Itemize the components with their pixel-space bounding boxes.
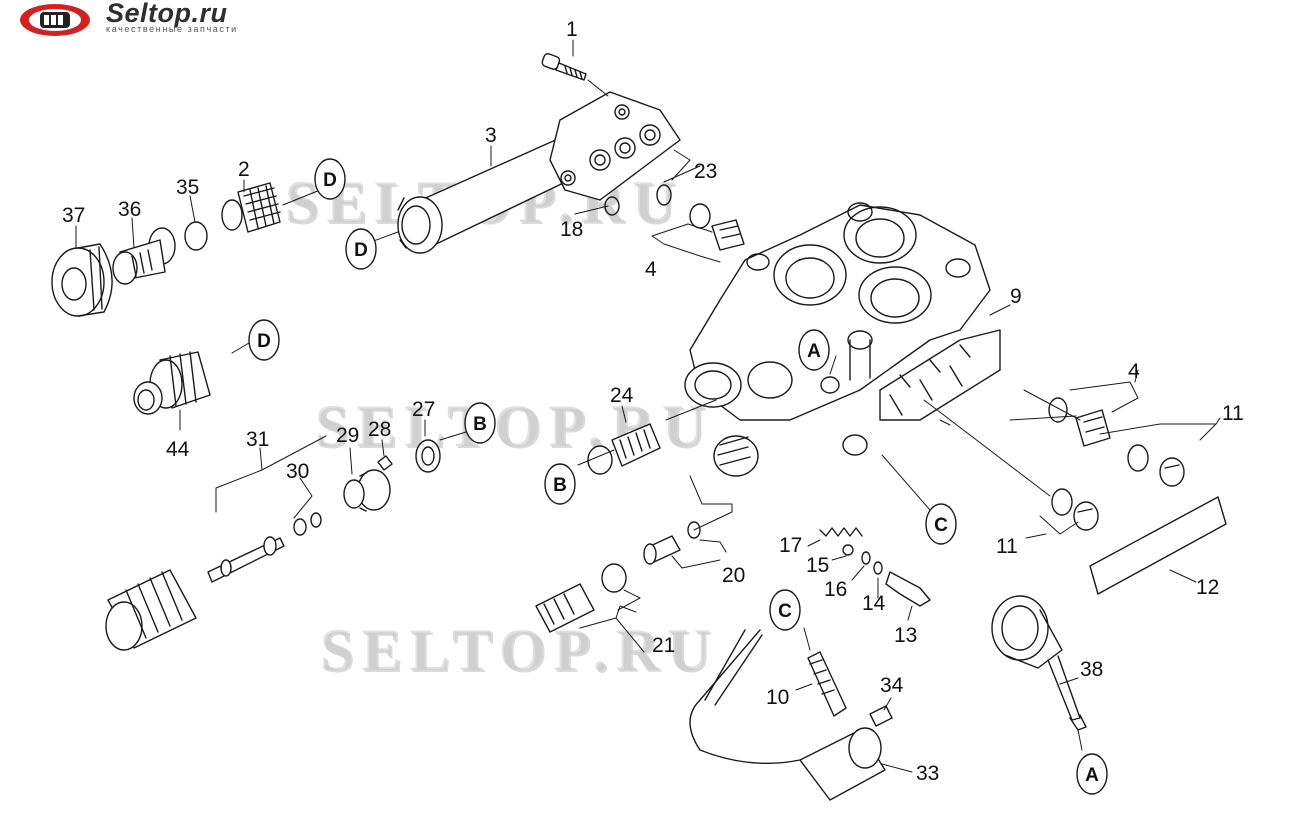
callout-2: 2: [238, 158, 250, 181]
callout-36: 36: [118, 198, 141, 221]
part-37-nut: [51, 243, 113, 317]
callout-21: 21: [652, 634, 675, 657]
callout-27: 27: [412, 398, 435, 421]
part-16-ring: [861, 551, 871, 565]
part-15-ball: [842, 544, 854, 556]
part-1-bolt: [541, 53, 587, 81]
wrench-fist-logo-icon: [20, 4, 90, 36]
part-34-clip: [869, 705, 893, 727]
callout-24: 24: [610, 384, 634, 407]
callout-38: 38: [1080, 658, 1103, 681]
marker-a-gauge: [1076, 753, 1108, 795]
part-36-fitting: [112, 227, 176, 285]
marker-b-valve: [544, 463, 576, 505]
part-28-pin: [377, 455, 393, 471]
callout-35: 35: [176, 176, 199, 199]
part-4-o-ring-upper: [689, 203, 711, 229]
part-33-sensor-with-cable: [689, 629, 886, 801]
part-3-pipe-with-flange: [397, 91, 681, 254]
callout-30: 30: [286, 460, 309, 483]
marker-d-pipe: [345, 228, 377, 270]
callout-29: 29: [336, 424, 359, 447]
knob: [105, 569, 197, 651]
callout-9: 9: [1010, 285, 1022, 308]
marker-b-washer: [464, 402, 496, 444]
callout-17: 17: [779, 534, 802, 557]
part-4-check-valve-right: [1075, 409, 1111, 447]
callout-33: 33: [916, 762, 939, 785]
part-4-check-valve-upper: [711, 219, 745, 251]
callout-20: 20: [722, 564, 745, 587]
callout-14: 14: [862, 592, 886, 615]
part-29-piston: [343, 469, 391, 512]
part-11-plug-upper: [1127, 444, 1185, 487]
logo-name: Seltop.ru: [106, 0, 228, 28]
callout-numbers: 1 2 3 4 4 9 10 11 11 12 13 14 15 16 17 1…: [62, 18, 1244, 785]
marker-b-washer-letter: B: [473, 414, 487, 435]
callout-13: 13: [894, 624, 917, 647]
pump-manifold-body: [684, 202, 1001, 477]
callout-4-right: 4: [1128, 360, 1140, 383]
callout-4-upper: 4: [645, 258, 657, 281]
part-14-ring: [873, 561, 883, 575]
logo-tagline: качественные запчасти: [106, 24, 238, 34]
callout-11-upper: 11: [1222, 402, 1244, 425]
marker-d-pipe-letter: D: [354, 240, 368, 261]
marker-d-filter: [314, 158, 346, 200]
part-30-rings: [293, 512, 322, 536]
marker-a-gauge-letter: A: [1085, 765, 1099, 786]
marker-c-body: [925, 503, 957, 545]
part-2-filter: [221, 182, 281, 233]
callout-10: 10: [766, 686, 789, 709]
watermark-bottom: SELTOP.RU: [320, 617, 719, 683]
callout-23: 23: [694, 160, 717, 183]
callout-15: 15: [806, 554, 829, 577]
reference-marker-letters: D D D A A B B C C: [257, 170, 1099, 786]
callout-31: 31: [246, 428, 269, 451]
marker-a-body: [798, 329, 830, 371]
marker-c-switch-letter: C: [778, 601, 792, 622]
marker-d-fitting-letter: D: [257, 331, 271, 352]
part-10-switch: [807, 651, 847, 717]
callout-18: 18: [560, 218, 583, 241]
part-11-plug-lower: [1051, 488, 1099, 531]
part-12-label-plate: [1089, 496, 1227, 595]
callout-12: 12: [1196, 576, 1219, 599]
reference-markers: [248, 158, 1108, 795]
callout-11-lower: 11: [996, 535, 1018, 558]
callout-37: 37: [62, 204, 85, 227]
callout-28: 28: [368, 418, 391, 441]
callout-34: 34: [880, 674, 904, 697]
part-4-o-ring-right: [1048, 397, 1068, 423]
callout-3: 3: [485, 124, 497, 147]
marker-c-switch: [769, 589, 801, 631]
marker-d-fitting: [248, 319, 280, 361]
callout-1: 1: [566, 18, 578, 41]
part-27-washer: [415, 439, 441, 473]
marker-d-filter-letter: D: [323, 170, 337, 191]
site-logo[interactable]: Seltop.ru качественные запчасти: [0, 0, 340, 44]
marker-a-body-letter: A: [807, 341, 821, 362]
part-13-fitting: [885, 571, 931, 607]
marker-b-valve-letter: B: [553, 475, 567, 496]
part-44-fitting: [133, 351, 211, 415]
part-31-shaft: [207, 536, 285, 583]
part-21-valve: [535, 563, 627, 633]
part-38-pressure-gauge: [991, 595, 1087, 731]
part-24-valve: [587, 423, 661, 475]
part-17-spring: [819, 527, 863, 537]
callout-44: 44: [166, 438, 190, 461]
callout-16: 16: [824, 578, 847, 601]
part-18-ring: [604, 196, 620, 216]
part-23-ring: [656, 184, 672, 206]
part-35-o-ring: [184, 221, 208, 251]
marker-c-body-letter: C: [934, 515, 948, 536]
part-20-valve-stem: [643, 521, 701, 565]
